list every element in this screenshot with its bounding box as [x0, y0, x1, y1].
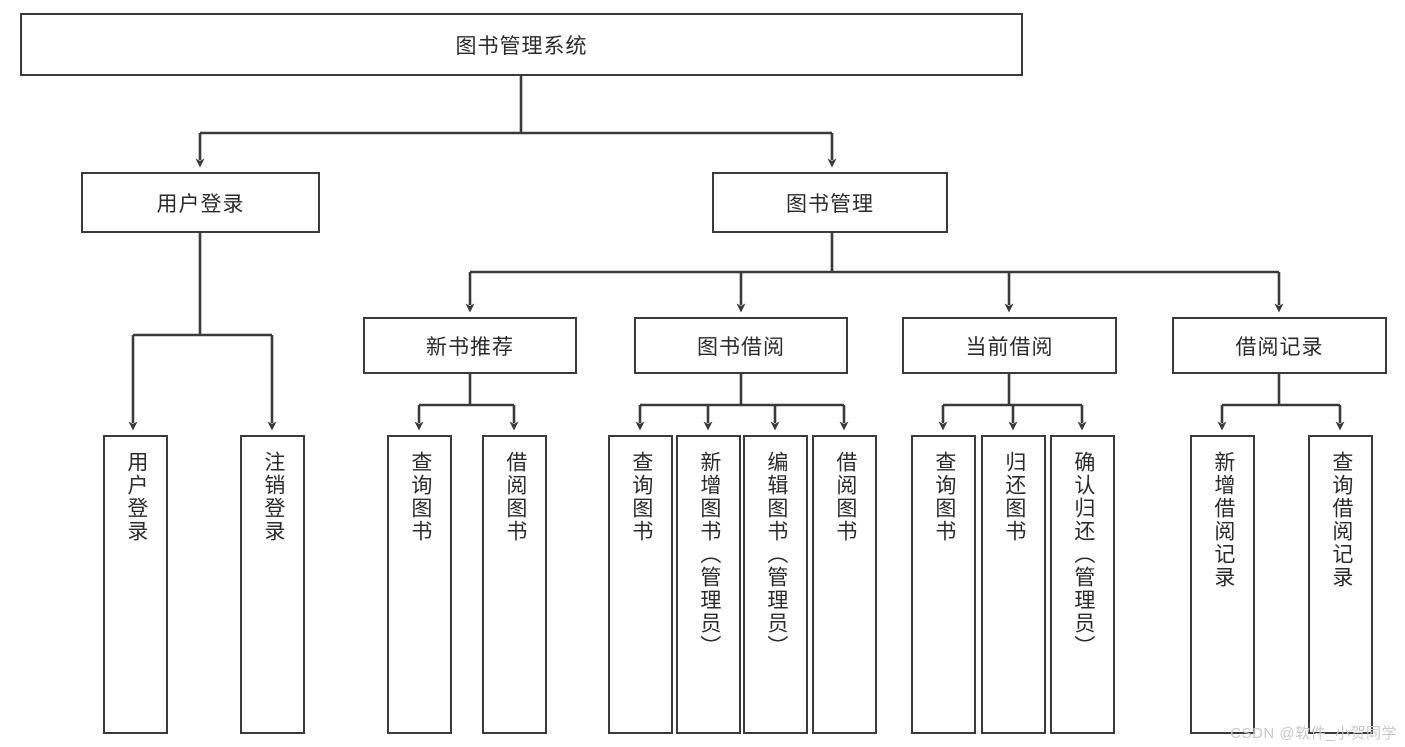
leaf-user-logout[interactable]: 注销登录 — [240, 435, 305, 734]
leaf-user-logout-label: 注销登录 — [261, 451, 285, 543]
leaf-edit-book-admin-label: 编辑图书（管理员） — [764, 451, 788, 658]
leaf-edit-book-admin[interactable]: 编辑图书（管理员） — [743, 435, 808, 734]
leaf-recommend-query-book[interactable]: 查询图书 — [387, 435, 452, 734]
leaf-add-borrow-record[interactable]: 新增借阅记录 — [1190, 435, 1255, 734]
node-book-management-label: 图书管理 — [786, 192, 874, 216]
node-user-login[interactable]: 用户登录 — [81, 172, 320, 233]
node-borrow-record-label: 借阅记录 — [1235, 335, 1324, 359]
leaf-current-query-book-label: 查询图书 — [932, 451, 956, 543]
leaf-return-book[interactable]: 归还图书 — [981, 435, 1046, 734]
node-book-borrow[interactable]: 图书借阅 — [634, 317, 848, 374]
leaf-borrow-query-book[interactable]: 查询图书 — [608, 435, 673, 734]
watermark: CSDN @软件_小贺同学 — [1230, 725, 1397, 742]
node-current-borrow-label: 当前借阅 — [965, 335, 1054, 359]
leaf-borrow-book[interactable]: 借阅图书 — [812, 435, 877, 734]
leaf-recommend-query-book-label: 查询图书 — [408, 451, 432, 543]
leaf-query-borrow-record[interactable]: 查询借阅记录 — [1308, 435, 1373, 734]
leaf-recommend-borrow-book[interactable]: 借阅图书 — [482, 435, 547, 734]
leaf-return-book-label: 归还图书 — [1002, 451, 1026, 543]
node-user-login-label: 用户登录 — [156, 192, 245, 216]
leaf-add-borrow-record-label: 新增借阅记录 — [1211, 451, 1235, 589]
node-root[interactable]: 图书管理系统 — [20, 13, 1023, 76]
leaf-recommend-borrow-book-label: 借阅图书 — [503, 451, 527, 543]
leaf-user-login[interactable]: 用户登录 — [103, 435, 168, 734]
node-current-borrow[interactable]: 当前借阅 — [902, 317, 1117, 374]
leaf-borrow-book-label: 借阅图书 — [833, 451, 857, 543]
leaf-borrow-query-book-label: 查询图书 — [629, 451, 653, 543]
leaf-add-book-admin-label: 新增图书（管理员） — [697, 451, 721, 658]
node-borrow-record[interactable]: 借阅记录 — [1172, 317, 1387, 374]
leaf-current-query-book[interactable]: 查询图书 — [911, 435, 976, 734]
leaf-add-book-admin[interactable]: 新增图书（管理员） — [676, 435, 741, 734]
node-book-borrow-label: 图书借阅 — [697, 335, 785, 359]
node-new-book-recommend[interactable]: 新书推荐 — [363, 317, 577, 374]
node-new-book-recommend-label: 新书推荐 — [426, 335, 514, 359]
leaf-query-borrow-record-label: 查询借阅记录 — [1329, 451, 1353, 589]
leaf-user-login-label: 用户登录 — [124, 451, 148, 543]
leaf-confirm-return-admin[interactable]: 确认归还（管理员） — [1050, 435, 1115, 734]
node-root-label: 图书管理系统 — [455, 34, 588, 58]
leaf-confirm-return-admin-label: 确认归还（管理员） — [1071, 451, 1095, 658]
node-book-management[interactable]: 图书管理 — [712, 172, 948, 233]
